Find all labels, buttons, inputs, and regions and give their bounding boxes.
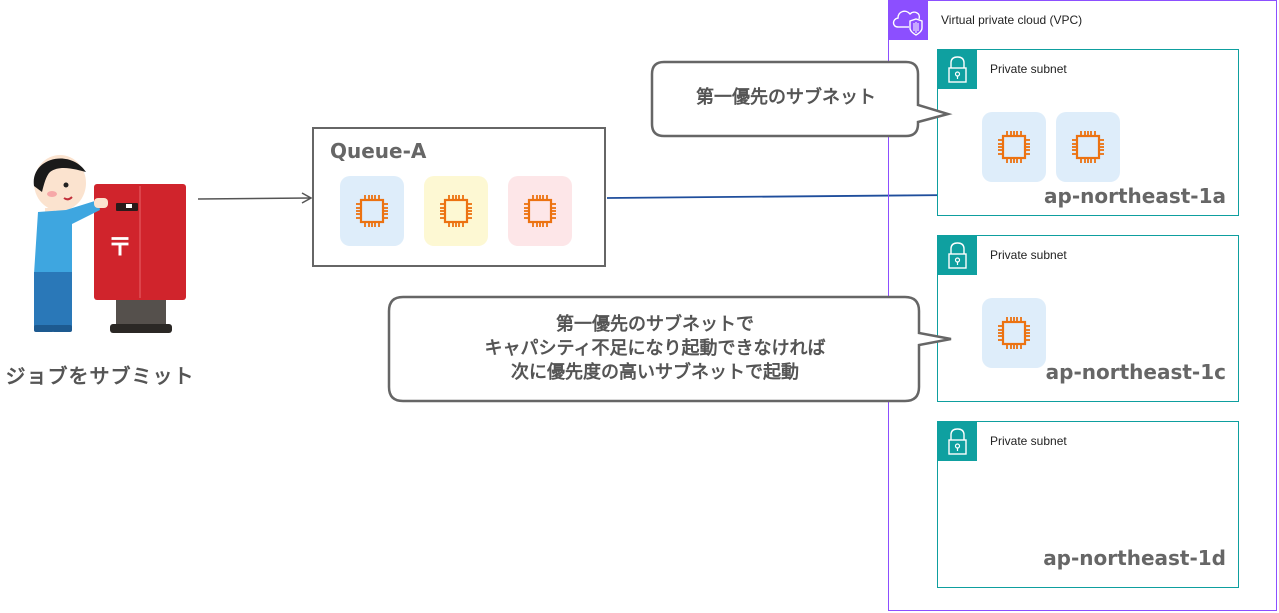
lock-icon — [938, 236, 977, 275]
ec2-instance-icon — [998, 131, 1030, 163]
ec2-instance-icon — [998, 317, 1030, 349]
lock-icon — [938, 50, 977, 89]
az-label: ap-northeast-1d — [1043, 546, 1226, 570]
callout-line: 第一優先のサブネットで — [556, 314, 754, 335]
subnet-label: Private subnet — [990, 62, 1067, 76]
person-mailbox-illustration: 〒 — [33, 155, 186, 333]
queue-instance-tile — [340, 176, 404, 246]
az-label: ap-northeast-1a — [1044, 184, 1226, 208]
callout-fallback-bubble — [387, 295, 952, 403]
lock-icon — [938, 422, 977, 461]
callout-first-priority-bubble — [650, 60, 953, 138]
queue-instance-tile — [424, 176, 488, 246]
vpc-cloud-shield-icon — [888, 0, 928, 40]
ec2-instance-icon — [524, 195, 556, 227]
person-icon — [33, 155, 108, 332]
subnet-instance-tile — [1056, 112, 1120, 182]
ec2-instance-icon — [356, 195, 388, 227]
submit-job-label: ジョブをサブミット — [5, 364, 195, 388]
subnet-ap-northeast-1d: Private subnet ap-northeast-1d — [937, 421, 1239, 588]
subnet-instance-tile — [982, 112, 1046, 182]
subnet-ap-northeast-1a: Private subnet ap-northeast-1a — [937, 49, 1239, 216]
vpc-label: Virtual private cloud (VPC) — [941, 13, 1083, 27]
az-label: ap-northeast-1c — [1045, 360, 1226, 384]
mailbox-icon: 〒 — [94, 184, 186, 333]
callout-fallback-text: 第一優先のサブネットで キャパシティ不足になり起動できなければ 次に優先度の高い… — [389, 313, 921, 385]
queue-instance-tile — [508, 176, 572, 246]
ec2-instance-icon — [1072, 131, 1104, 163]
callout-line: キャパシティ不足になり起動できなければ — [484, 338, 826, 359]
subnet-instance-tile — [982, 298, 1046, 368]
ec2-instance-icon — [440, 195, 472, 227]
subnet-ap-northeast-1c: Private subnet ap-northeast-1c — [937, 235, 1239, 402]
submit-arrow — [197, 192, 313, 204]
callout-first-priority-text: 第一優先のサブネット — [696, 87, 876, 108]
subnet-label: Private subnet — [990, 248, 1067, 262]
callout-line: 次に優先度の高いサブネットで起動 — [511, 362, 799, 383]
subnet-label: Private subnet — [990, 434, 1067, 448]
queue-title: Queue-A — [330, 139, 427, 163]
svg-text:〒: 〒 — [108, 233, 132, 261]
